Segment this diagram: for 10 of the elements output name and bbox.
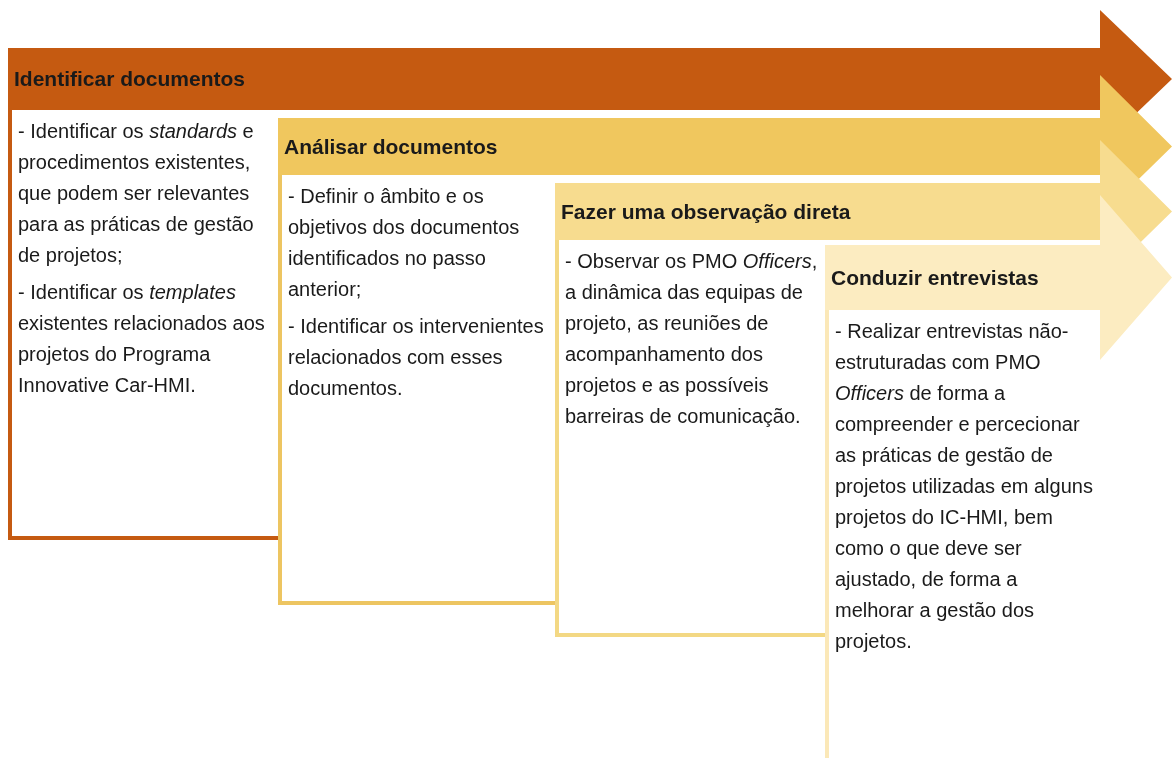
bullet-text: - Observar os PMO Officers, a dinâmica das equipas de projeto, as reuniões de acompanhamento dos projetos e as possíveis barreiras de comunicação. bbox=[565, 249, 819, 429]
bullet-text: - Identificar os standards e procedimentos existentes, que podem ser relevantes para as práticas de gestão de projetos; bbox=[18, 119, 255, 268]
step-heading: Fazer uma observação direta bbox=[561, 199, 851, 225]
step-heading: Identificar documentos bbox=[14, 66, 246, 92]
step-heading: Análisar documentos bbox=[284, 134, 498, 160]
bullet-text: - Identificar os templates existentes relacionados aos projetos do Programa Innovative Car-HMI. bbox=[18, 280, 266, 398]
step-heading: Conduzir entrevistas bbox=[831, 265, 1039, 291]
bullet-text: - Identificar os intervenientes relacionados com esses documentos. bbox=[288, 314, 545, 401]
bullet-text: - Definir o âmbito e os objetivos dos documentos identificados no passo anterior; bbox=[288, 184, 521, 302]
bullet-text: - Realizar entrevistas não-estruturadas com PMO Officers de forma a compreender e percecionar as práticas de gestão de projetos utilizadas em alguns projetos do IC-HMI, bem como o que deve ser ajustado, de forma a melhorar a gestão dos projetos. bbox=[835, 319, 1094, 654]
